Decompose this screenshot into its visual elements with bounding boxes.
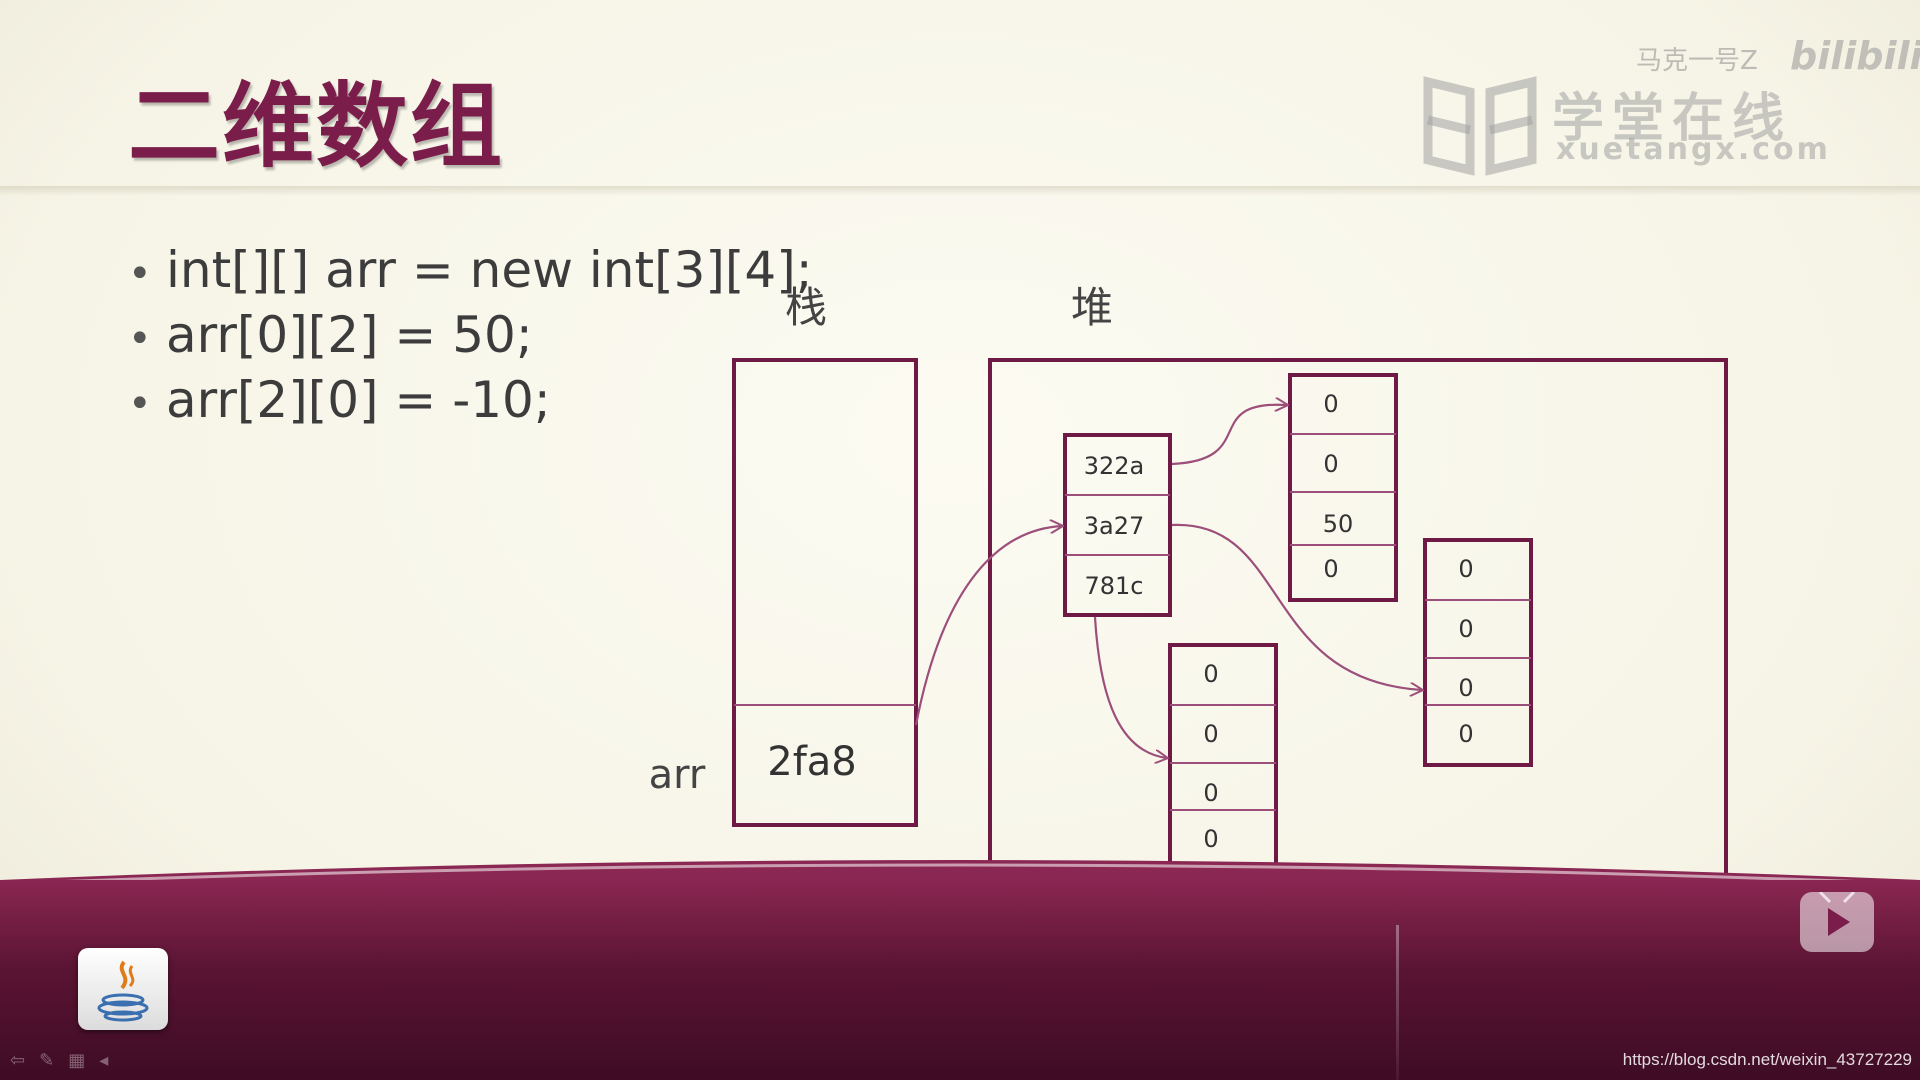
inner-array-box bbox=[1423, 538, 1533, 767]
cell-value: 0 bbox=[1203, 825, 1218, 853]
arrow-left-icon[interactable]: ⇦ bbox=[10, 1050, 26, 1071]
ref-arrow-to-inner-c bbox=[1093, 616, 1167, 758]
ref-arrow-stack-to-outer bbox=[914, 526, 1062, 726]
inner-array-box bbox=[1168, 643, 1278, 872]
bullet-text: int[][] arr = new int[3][4]; bbox=[166, 241, 813, 299]
inner-array-b: 0 0 0 0 bbox=[1423, 538, 1533, 767]
cell-value: 0 bbox=[1203, 720, 1218, 748]
bilibili-logo: bilibili bbox=[1790, 34, 1920, 78]
bullet-text: arr[2][0] = -10; bbox=[166, 371, 551, 429]
outer-array: 322a 3a27 781c bbox=[1063, 433, 1172, 617]
outer-cell-0: 322a bbox=[1084, 452, 1145, 480]
bullet-item: • int[][] arr = new int[3][4]; bbox=[128, 240, 813, 305]
java-logo-icon bbox=[78, 948, 168, 1030]
stack-frame bbox=[732, 358, 918, 827]
outer-cell-2: 781c bbox=[1084, 572, 1143, 600]
inner-array-c: 0 0 0 0 bbox=[1168, 643, 1278, 872]
bullet-dot: • bbox=[128, 316, 152, 362]
bullet-dot: • bbox=[128, 381, 152, 427]
bullet-dot: • bbox=[128, 251, 152, 297]
ref-arrow-to-inner-a bbox=[1171, 405, 1287, 466]
speaker-icon[interactable]: ◂ bbox=[99, 1050, 109, 1071]
code-bullet-list: • int[][] arr = new int[3][4]; • arr[0][2]… bbox=[128, 240, 813, 435]
variable-label: arr bbox=[649, 752, 706, 798]
heap-label: 堆 bbox=[1071, 283, 1113, 332]
play-icon[interactable] bbox=[1800, 890, 1874, 952]
bullet-item: • arr[2][0] = -10; bbox=[128, 370, 813, 435]
uploader-watermark: 马克一号Z bbox=[1636, 46, 1758, 76]
footer-divider bbox=[1396, 925, 1399, 1080]
cell-value: 0 bbox=[1323, 555, 1338, 583]
inner-array-a: 0 0 50 0 bbox=[1288, 373, 1398, 602]
outer-cell-1: 3a27 bbox=[1084, 512, 1145, 540]
footer-band bbox=[0, 880, 1920, 1080]
menu-icon[interactable]: ▦ bbox=[68, 1050, 86, 1071]
bullet-item: • arr[0][2] = 50; bbox=[128, 305, 813, 370]
cell-value: 0 bbox=[1203, 660, 1218, 688]
cell-value: 0 bbox=[1458, 674, 1473, 702]
stack-label: 栈 bbox=[785, 283, 827, 332]
cell-value: 0 bbox=[1323, 450, 1338, 478]
outer-array-box bbox=[1063, 433, 1172, 617]
cell-value: 0 bbox=[1458, 555, 1473, 583]
title-divider bbox=[0, 186, 1920, 196]
xuetangx-logo-icon bbox=[1423, 76, 1537, 176]
cell-value: 0 bbox=[1458, 615, 1473, 643]
stack-value: 2fa8 bbox=[767, 739, 857, 785]
heap-frame bbox=[988, 358, 1728, 887]
cell-value: 0 bbox=[1458, 720, 1473, 748]
ref-arrow-to-inner-b bbox=[1171, 523, 1422, 690]
bullet-text: arr[0][2] = 50; bbox=[166, 306, 533, 364]
slide-title: 二维数组 bbox=[128, 73, 505, 180]
cell-value: 0 bbox=[1203, 779, 1218, 807]
source-url: https://blog.csdn.net/weixin_43727229 bbox=[1622, 1050, 1912, 1069]
pen-icon[interactable]: ✎ bbox=[39, 1050, 55, 1071]
xuetangx-domain: xuetangx.com bbox=[1556, 132, 1831, 167]
cell-value: 0 bbox=[1323, 390, 1338, 418]
inner-array-box bbox=[1288, 373, 1398, 602]
presenter-nav: ⇦ ✎ ▦ ◂ bbox=[10, 1050, 108, 1071]
cell-value: 50 bbox=[1323, 510, 1354, 538]
xuetangx-name-cn: 学堂在线 bbox=[1552, 89, 1793, 149]
